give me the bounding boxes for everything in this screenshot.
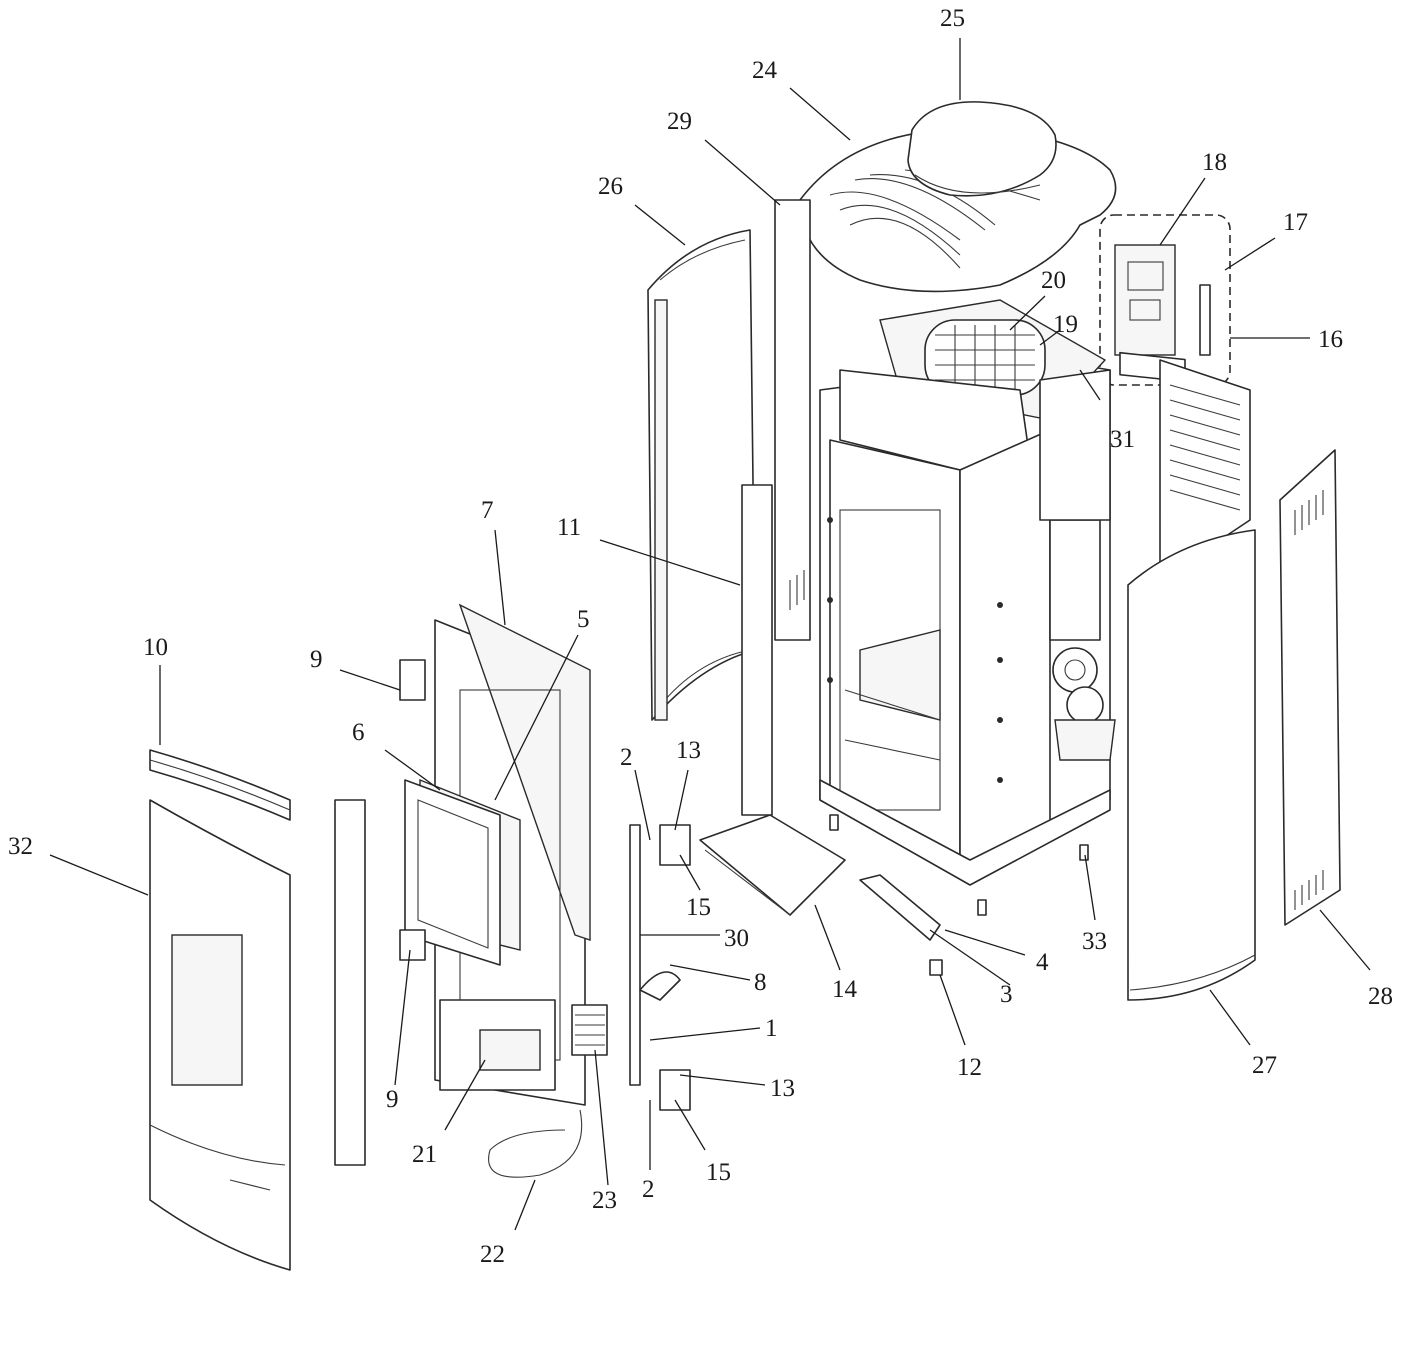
drawer-front	[859, 874, 941, 941]
bracket-upper-left	[399, 659, 426, 701]
callout-31: 31	[1110, 426, 1135, 453]
hinge-lower	[659, 1069, 691, 1111]
callout-33: 33	[1082, 928, 1107, 955]
right-side-panel	[1127, 529, 1256, 1001]
callout-2-lower: 2	[642, 1176, 655, 1203]
front-panel	[149, 799, 291, 1271]
callout-13-upper: 13	[676, 737, 701, 764]
callout-16: 16	[1318, 326, 1343, 353]
latch-bracket	[639, 971, 681, 1001]
callout-27: 27	[1252, 1052, 1277, 1079]
adjustable-foot-right	[1079, 844, 1089, 861]
callout-12: 12	[957, 1054, 982, 1081]
adjustable-foot-left	[829, 814, 839, 831]
callout-22: 22	[480, 1241, 505, 1268]
callout-21: 21	[412, 1141, 437, 1168]
motor-assembly	[1052, 647, 1116, 761]
callout-26: 26	[598, 173, 623, 200]
callout-9-upper: 9	[310, 646, 323, 673]
callout-32: 32	[8, 833, 33, 860]
callout-15-lower: 15	[706, 1159, 731, 1186]
ash-drawer	[699, 814, 846, 916]
callout-13-lower: 13	[770, 1075, 795, 1102]
top-handle	[149, 749, 291, 821]
callout-29: 29	[667, 108, 692, 135]
callout-30: 30	[724, 925, 749, 952]
hinge-upper	[659, 824, 691, 866]
side-strip-left	[334, 799, 366, 1166]
callout-1: 1	[765, 1015, 778, 1042]
callout-6: 6	[352, 719, 365, 746]
callout-8: 8	[754, 969, 767, 996]
callout-14: 14	[832, 976, 858, 1003]
callout-3: 3	[1000, 981, 1013, 1008]
callout-2-upper: 2	[620, 744, 633, 771]
callout-labels: 1 2 2 3 4 5 6 7 8 9 9 10 11 12 13 13 14 …	[8, 5, 1393, 1268]
bracket-lower-left	[399, 929, 426, 961]
clip-small	[929, 959, 943, 976]
top-lid	[907, 101, 1057, 197]
side-trim-strip	[741, 199, 811, 816]
callout-17: 17	[1283, 209, 1308, 236]
callout-28: 28	[1368, 983, 1393, 1010]
main-body-frame	[819, 299, 1116, 886]
callout-20: 20	[1041, 267, 1066, 294]
callout-23: 23	[592, 1187, 617, 1214]
callout-11: 11	[557, 514, 581, 541]
gasket-cord	[488, 1109, 583, 1178]
air-grille	[571, 1004, 608, 1056]
callout-7: 7	[481, 497, 494, 524]
callout-25: 25	[940, 5, 965, 32]
callout-19: 19	[1053, 311, 1078, 338]
callout-24: 24	[752, 57, 778, 84]
leader-lines	[49, 38, 1371, 1231]
right-rear-panel	[1279, 449, 1341, 926]
callout-9-lower: 9	[386, 1086, 399, 1113]
callout-15-upper: 15	[686, 894, 711, 921]
rear-vented-panel	[1159, 359, 1251, 581]
adjustable-foot-front	[977, 899, 987, 916]
callout-4: 4	[1036, 949, 1049, 976]
left-side-panel	[647, 229, 756, 721]
callout-18: 18	[1202, 149, 1227, 176]
hinge-bracket	[629, 824, 641, 1086]
callout-5: 5	[577, 606, 590, 633]
door-frame	[404, 779, 501, 966]
back-panel-assembly	[1099, 214, 1231, 386]
callout-10: 10	[143, 634, 168, 661]
